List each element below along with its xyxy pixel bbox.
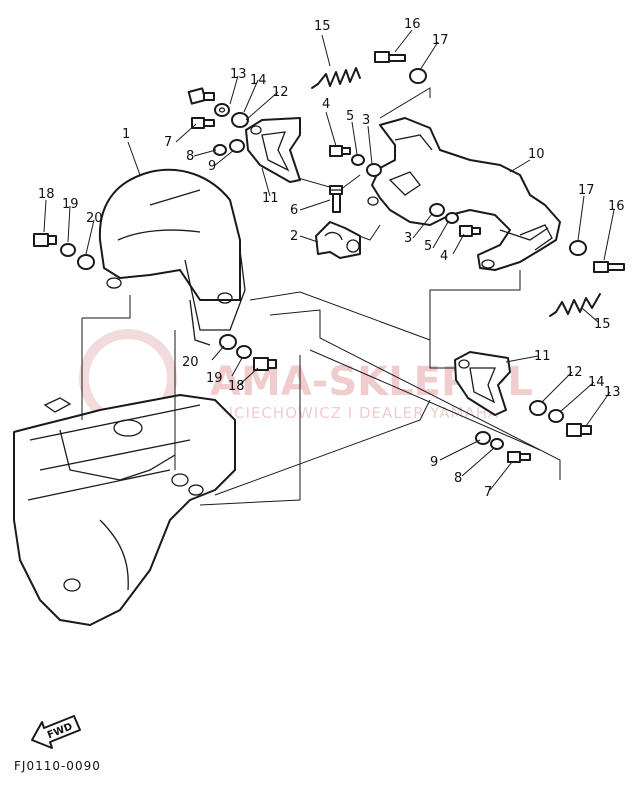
callout-20a: 20 (86, 211, 103, 226)
hardware-lower-right (475, 400, 592, 463)
callout-3a: 3 (362, 113, 370, 128)
callout-6: 6 (290, 203, 298, 218)
figure-code: FJ0110-0090 (14, 759, 101, 773)
callout-15b: 15 (594, 317, 611, 332)
callout-8b: 8 (454, 471, 462, 486)
callout-16a: 16 (404, 17, 421, 32)
watermark-subtitle: WOJCIECHOWICZ I DEALER YAMAHA (200, 404, 499, 422)
clamp-bracket (315, 221, 361, 259)
callout-3b: 3 (404, 231, 412, 246)
callout-numbers: 1 2 3 3 4 4 5 5 6 7 7 8 8 9 9 10 11 11 1… (38, 17, 625, 500)
callout-18b: 18 (228, 379, 245, 394)
callout-4a: 4 (322, 97, 330, 112)
callout-8a: 8 (186, 149, 194, 164)
jet-pump-housing (13, 394, 236, 626)
callout-10: 10 (528, 147, 545, 162)
spring-upper (311, 67, 361, 89)
callout-20b: 20 (182, 355, 199, 370)
hardware-upper-center (329, 51, 427, 177)
steering-bracket (367, 117, 561, 271)
callout-5b: 5 (424, 239, 432, 254)
callout-12a: 12 (272, 85, 289, 100)
callout-11a: 11 (262, 191, 279, 206)
leader-lines (43, 29, 615, 491)
callout-18a: 18 (38, 187, 55, 202)
callout-12b: 12 (566, 365, 583, 380)
callout-13b: 13 (604, 385, 621, 400)
callout-9a: 9 (208, 159, 216, 174)
callout-14a: 14 (250, 73, 267, 88)
hardware-center-lower (219, 334, 277, 371)
callout-7a: 7 (164, 135, 172, 150)
hardware-upper-left (187, 87, 249, 156)
callout-5a: 5 (346, 109, 354, 124)
callout-13a: 13 (230, 67, 247, 82)
callout-14b: 14 (588, 375, 605, 390)
callout-16b: 16 (608, 199, 625, 214)
callout-11b: 11 (534, 349, 551, 364)
callout-17b: 17 (578, 183, 595, 198)
callout-7b: 7 (484, 485, 492, 500)
callout-15a: 15 (314, 19, 331, 34)
hardware-right (429, 203, 625, 273)
callout-2a: 2 (290, 229, 298, 244)
callout-9b: 9 (430, 455, 438, 470)
callout-1: 1 (122, 127, 130, 142)
callout-19a: 19 (62, 197, 79, 212)
grease-nipple (329, 185, 343, 213)
bracket-plate-upper (245, 117, 301, 183)
bracket-plate-lower (454, 351, 511, 416)
spring-lower (549, 293, 601, 317)
callout-17a: 17 (432, 33, 449, 48)
fwd-arrow: FWD (31, 715, 81, 749)
callout-4b: 4 (440, 249, 448, 264)
nozzle-cover (98, 168, 246, 346)
hardware-left (33, 233, 95, 270)
callout-19b: 19 (206, 371, 223, 386)
